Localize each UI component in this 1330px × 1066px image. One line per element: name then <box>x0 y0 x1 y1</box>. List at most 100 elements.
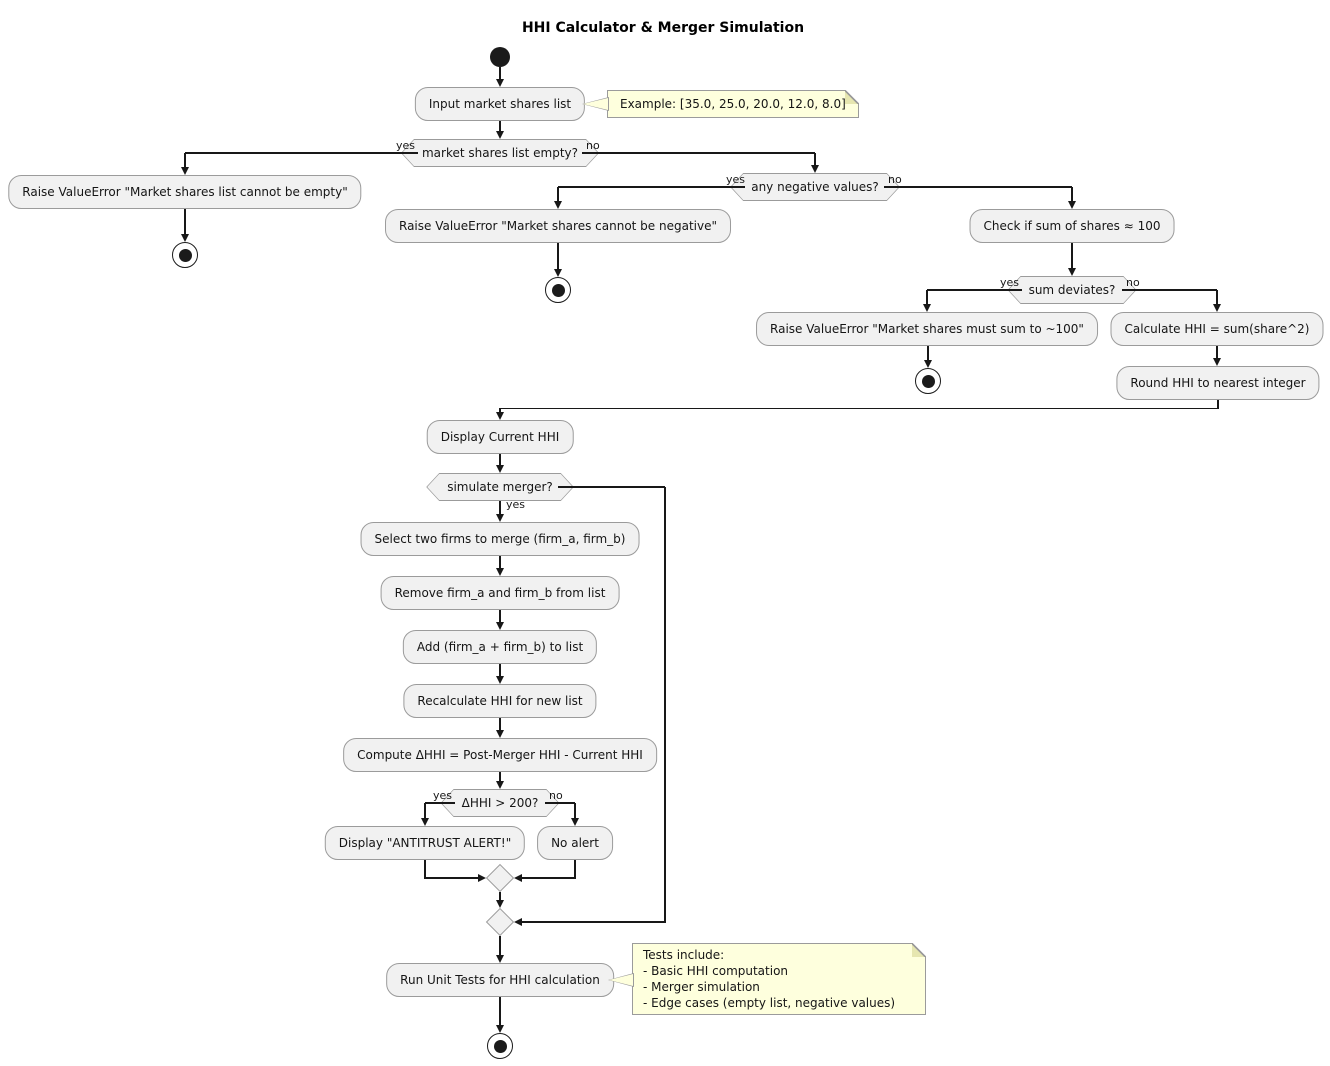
edge-line <box>927 289 1022 291</box>
decision-negative-values-label: any negative values? <box>731 174 899 200</box>
edge-line <box>521 877 575 879</box>
end-node-final <box>487 1033 513 1059</box>
activity-select-firms: Select two firms to merge (firm_a, firm_… <box>360 522 640 556</box>
arrowhead <box>514 873 522 882</box>
activity-round-hhi: Round HHI to nearest integer <box>1116 366 1320 400</box>
edge-line <box>1216 346 1218 359</box>
end-dot <box>493 1039 507 1053</box>
decision-negative-values: any negative values? <box>730 173 900 201</box>
edge-line <box>499 892 501 901</box>
activity-recalculate-hhi: Recalculate HHI for new list <box>403 684 597 718</box>
arrowhead <box>923 360 932 368</box>
edge-line <box>499 501 501 515</box>
decision-simulate-merger-label: simulate merger? <box>427 474 573 500</box>
edge-line <box>926 290 928 305</box>
arrowhead <box>1212 304 1221 312</box>
edge-line <box>499 407 1218 409</box>
activity-antitrust-alert: Display "ANTITRUST ALERT!" <box>324 826 526 860</box>
edge-line <box>574 803 576 819</box>
arrowhead <box>495 900 504 908</box>
edge-line <box>1071 243 1073 269</box>
decision-sum-deviates: sum deviates? <box>1008 276 1137 304</box>
note-tests-line-1: Tests include: <box>643 948 725 962</box>
activity-input-market-shares: Input market shares list <box>414 87 586 121</box>
edge-line <box>499 556 501 569</box>
edge-line <box>558 186 745 188</box>
arrowhead <box>180 167 189 175</box>
arrowhead <box>478 873 486 882</box>
arrowhead <box>495 568 504 576</box>
activity-raise-empty-error: Raise ValueError "Market shares list can… <box>8 175 362 209</box>
decision-list-empty-label: market shares list empty? <box>402 140 598 166</box>
decision-simulate-merger: simulate merger? <box>426 473 574 501</box>
diagram-title: HHI Calculator & Merger Simulation <box>521 20 805 36</box>
arrowhead <box>570 818 579 826</box>
arrowhead <box>495 622 504 630</box>
arrowhead <box>495 781 504 789</box>
arrowhead <box>180 234 189 242</box>
arrowhead <box>922 304 931 312</box>
edge-line <box>499 997 501 1026</box>
edge-line <box>545 802 575 804</box>
arrowhead <box>514 917 522 926</box>
arrowhead <box>1067 201 1076 209</box>
edge-line <box>522 921 665 923</box>
edge-line <box>557 243 559 270</box>
branch-label-no: no <box>1126 276 1140 289</box>
activity-remove-firms: Remove firm_a and firm_b from list <box>380 576 620 610</box>
activity-run-unit-tests: Run Unit Tests for HHI calculation <box>386 963 614 997</box>
edge-line <box>499 454 501 466</box>
arrowhead <box>495 730 504 738</box>
branch-label-no: no <box>586 139 600 152</box>
merge-diamond-alert <box>485 863 515 893</box>
edge-line <box>499 936 501 956</box>
edge-line <box>557 187 559 202</box>
edge-line <box>664 487 666 923</box>
arrowhead <box>553 201 562 209</box>
edge-line <box>1071 187 1073 202</box>
arrowhead <box>495 955 504 963</box>
end-dot <box>551 283 565 297</box>
decision-list-empty: market shares list empty? <box>401 139 599 167</box>
edge-line <box>1122 289 1217 291</box>
edge-line <box>499 718 501 731</box>
arrowhead <box>810 165 819 173</box>
note-connector-fill <box>583 98 608 110</box>
end-node-empty-error <box>172 242 198 268</box>
arrowhead <box>420 818 429 826</box>
edge-line <box>499 664 501 677</box>
edge-line <box>558 486 665 488</box>
edge-line <box>927 346 929 361</box>
edge-line <box>425 877 479 879</box>
branch-label-yes: yes <box>726 173 746 186</box>
decision-delta-threshold-label: ΔHHI > 200? <box>442 790 559 816</box>
decision-delta-threshold: ΔHHI > 200? <box>441 789 560 817</box>
note-tests-line-4: - Edge cases (empty list, negative value… <box>643 996 896 1010</box>
merge-diamond-merger <box>485 907 515 937</box>
edge-line <box>499 610 501 623</box>
branch-label-yes: yes <box>506 498 526 511</box>
arrowhead <box>495 676 504 684</box>
edge-line <box>185 152 418 154</box>
branch-label-yes: yes <box>396 139 416 152</box>
end-node-negative-error <box>545 277 571 303</box>
activity-compute-delta-hhi: Compute ΔHHI = Post-Merger HHI - Current… <box>343 738 657 772</box>
start-node <box>490 47 510 67</box>
edge-line <box>582 152 815 154</box>
branch-label-yes: yes <box>1000 276 1020 289</box>
end-dot <box>178 248 192 262</box>
activity-display-hhi: Display Current HHI <box>426 420 574 454</box>
note-tests: Tests include: - Basic HHI computation -… <box>632 943 926 1015</box>
branch-label-yes: yes <box>433 789 453 802</box>
activity-calculate-hhi: Calculate HHI = sum(share^2) <box>1110 312 1324 346</box>
note-connector <box>582 97 609 111</box>
arrowhead <box>1212 358 1221 366</box>
end-dot <box>921 374 935 388</box>
arrowhead <box>1067 268 1076 276</box>
edge-line <box>574 860 576 879</box>
edge-line <box>884 186 1072 188</box>
activity-raise-negative-error: Raise ValueError "Market shares cannot b… <box>385 209 731 243</box>
arrowhead <box>495 131 504 139</box>
edge-line <box>499 772 501 782</box>
end-node-sum-error <box>915 368 941 394</box>
